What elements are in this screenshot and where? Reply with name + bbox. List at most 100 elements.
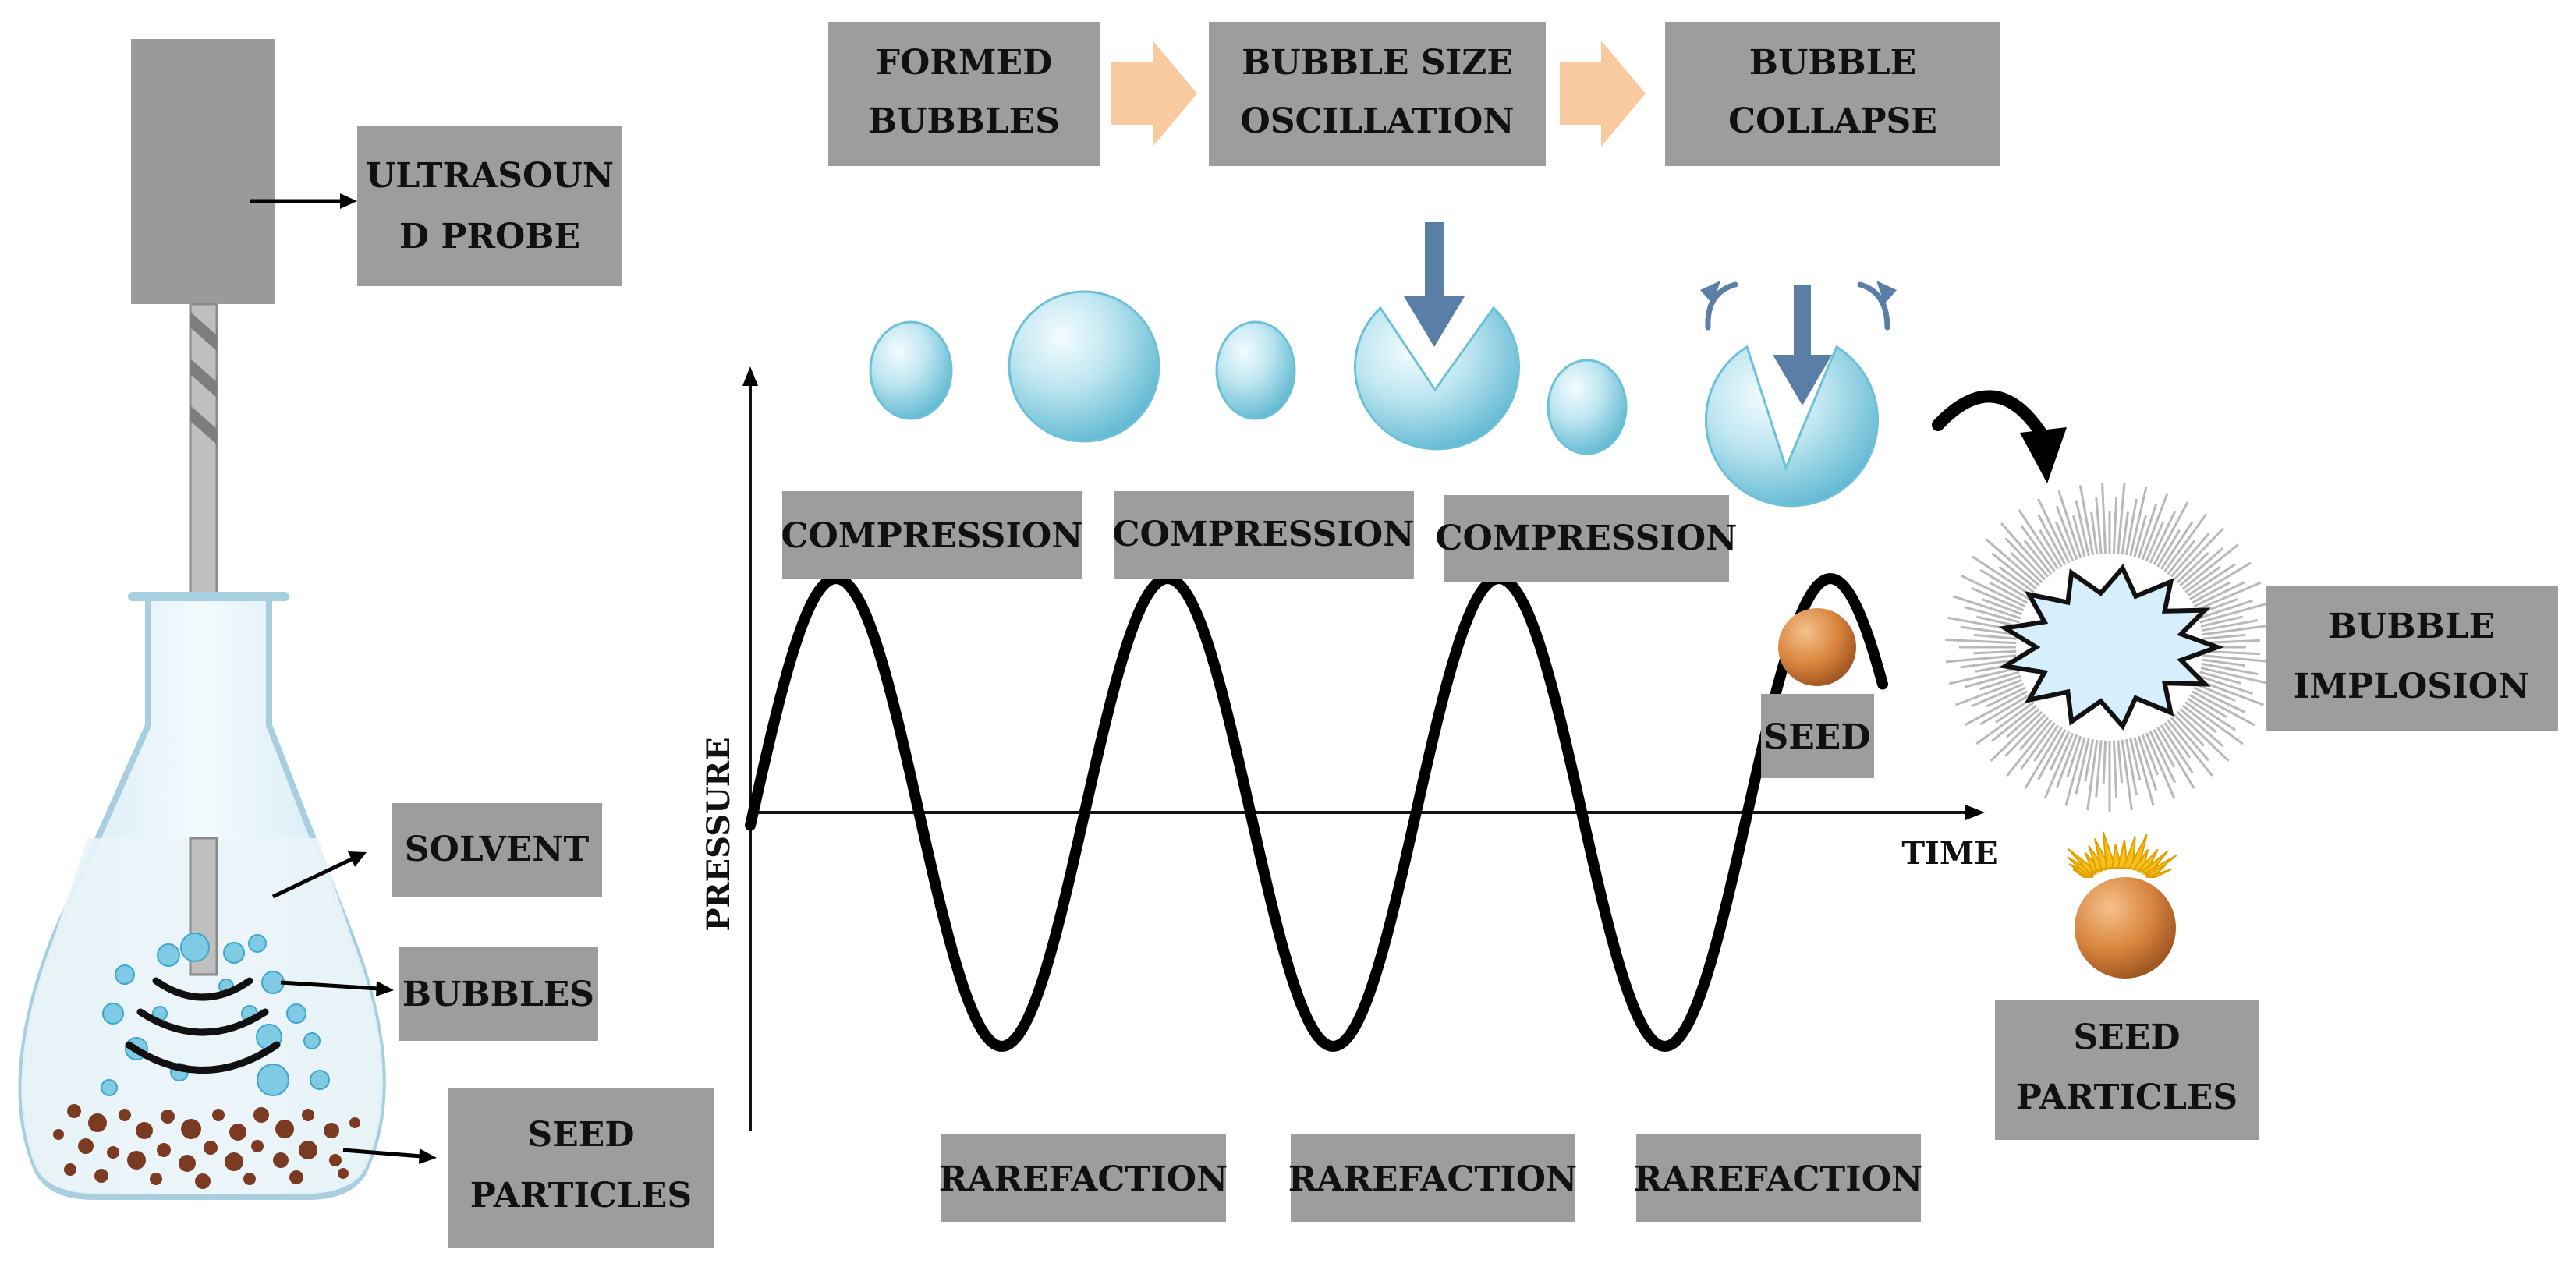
label-seed-particles-left: SEED PARTICLES bbox=[448, 1088, 714, 1248]
collapse-arrow-1 bbox=[1404, 222, 1465, 347]
label-text: IMPLOSION bbox=[2294, 667, 2530, 706]
implosion-ray bbox=[2160, 521, 2194, 570]
implosion-ray bbox=[2043, 732, 2075, 799]
implosion-ray bbox=[2173, 527, 2224, 581]
crystal-spike bbox=[2117, 839, 2128, 869]
implosion-ray bbox=[1964, 671, 2020, 688]
implosion-ray bbox=[2187, 563, 2236, 597]
swirl-arrow-heads bbox=[1700, 281, 1897, 304]
label-text: COMPRESSION bbox=[781, 516, 1083, 556]
implosion-ray bbox=[2201, 619, 2259, 632]
implosion-ray bbox=[2202, 649, 2260, 656]
solvent-liquid bbox=[21, 838, 383, 1193]
implosion-ray bbox=[2145, 732, 2176, 799]
implosion-ray bbox=[1991, 704, 2038, 742]
crystal-spike bbox=[2088, 845, 2107, 871]
flow-arrow-2 bbox=[1560, 41, 1646, 147]
label-text: BUBBLE bbox=[2328, 607, 2495, 646]
implosion-ray bbox=[2078, 485, 2095, 556]
x-axis-label: TIME bbox=[1901, 835, 1997, 872]
implosion-ray bbox=[2145, 521, 2165, 562]
implosion-ray bbox=[2181, 543, 2239, 590]
implosion-ray bbox=[2095, 497, 2103, 554]
implosion-ray bbox=[2133, 737, 2155, 806]
implosion-ray bbox=[2112, 740, 2118, 798]
bubble-collapsing-2 bbox=[1705, 345, 1879, 508]
crystal-spike bbox=[2122, 836, 2136, 869]
implosion-ray bbox=[2189, 561, 2252, 600]
implosion-ray bbox=[2141, 734, 2159, 776]
label-text: BUBBLE bbox=[1749, 43, 1916, 83]
implosion-ray bbox=[2066, 735, 2082, 777]
implosion-ray bbox=[1973, 633, 2017, 640]
implosion-ray bbox=[2184, 565, 2221, 593]
label-rarefaction-2: RAREFACTION bbox=[1288, 1134, 1577, 1222]
curved-arrow-head bbox=[2020, 427, 2067, 483]
implosion-ray bbox=[2037, 498, 2071, 564]
label-compression-2: COMPRESSION bbox=[1113, 491, 1414, 579]
implosion-ray bbox=[1998, 565, 2035, 593]
implosion-ray bbox=[2033, 724, 2060, 762]
label-formed-bubbles: FORMED BUBBLES bbox=[828, 22, 1100, 166]
crystal-growth bbox=[2067, 831, 2177, 878]
x-axis-arrow bbox=[1965, 805, 1985, 820]
implosion-ray bbox=[2202, 639, 2260, 645]
pressure-wave bbox=[745, 572, 1888, 1053]
implosion-ray bbox=[2196, 678, 2265, 706]
implosion-ray bbox=[1970, 586, 2025, 612]
implosion-ray bbox=[2202, 654, 2274, 664]
implosion-ray bbox=[2170, 717, 2210, 762]
implosion-ray bbox=[2200, 667, 2271, 685]
implosion-ray bbox=[2137, 735, 2158, 791]
label-ultrasound-probe: ULTRASOUN D PROBE bbox=[357, 126, 622, 286]
implosion-ray bbox=[2055, 505, 2078, 561]
implosion-ray bbox=[2010, 551, 2043, 584]
implosion-ray bbox=[2156, 727, 2195, 789]
implosion-ray bbox=[2153, 728, 2176, 768]
implosion-ray bbox=[2195, 682, 2236, 703]
bubble-small-1 bbox=[869, 320, 953, 420]
implosion-ray bbox=[2199, 602, 2269, 624]
implosion-ray bbox=[2071, 515, 2086, 557]
implosion-starburst bbox=[1998, 564, 2224, 731]
implosion-ray bbox=[2198, 674, 2254, 695]
bubble-sequence bbox=[869, 222, 2067, 508]
label-text: COMPRESSION bbox=[1436, 518, 1738, 558]
implosion-ray bbox=[2133, 515, 2148, 557]
label-seed: SEED bbox=[1761, 694, 1874, 778]
implosion-ray bbox=[1952, 595, 2021, 620]
implosion-ray bbox=[2193, 580, 2246, 608]
label-text: SEED bbox=[527, 1115, 634, 1155]
implosion-ray bbox=[2163, 513, 2208, 572]
implosion-ray bbox=[2124, 738, 2138, 796]
implosion-ray bbox=[2049, 731, 2071, 771]
implosion-ray bbox=[2004, 713, 2046, 757]
implosion-ray bbox=[2176, 551, 2209, 584]
label-text: FORMED bbox=[876, 43, 1053, 83]
implosion-ray bbox=[2117, 483, 2126, 554]
grown-seed bbox=[2075, 877, 2176, 979]
implosion-rays bbox=[1945, 483, 2274, 812]
label-text: D PROBE bbox=[399, 217, 580, 257]
implosion-ray bbox=[2124, 498, 2138, 556]
implosion-ray bbox=[2129, 738, 2142, 780]
implosion-ray bbox=[1979, 694, 2030, 726]
crystal-spike bbox=[2145, 869, 2172, 878]
implosion-ray bbox=[2020, 524, 2056, 572]
implosion-ray bbox=[2189, 694, 2227, 719]
implosion-ray bbox=[2176, 710, 2230, 762]
implosion-ray bbox=[2038, 529, 2063, 568]
implosion-ray bbox=[2163, 722, 2192, 759]
implosion-ray bbox=[2084, 738, 2095, 782]
collapse-arrow-2 bbox=[1773, 285, 1832, 405]
implosion-ray bbox=[1985, 538, 2040, 587]
implosion-ray bbox=[2198, 599, 2254, 620]
implosion-ray bbox=[2075, 738, 2090, 795]
implosion-ray bbox=[2121, 739, 2133, 811]
implosion-ray bbox=[2037, 514, 2067, 566]
bubble-small-3 bbox=[1547, 359, 1628, 455]
implosion-ray bbox=[2184, 701, 2244, 745]
label-text: RAREFACTION bbox=[939, 1159, 1228, 1199]
crystal-spike bbox=[2067, 856, 2099, 875]
